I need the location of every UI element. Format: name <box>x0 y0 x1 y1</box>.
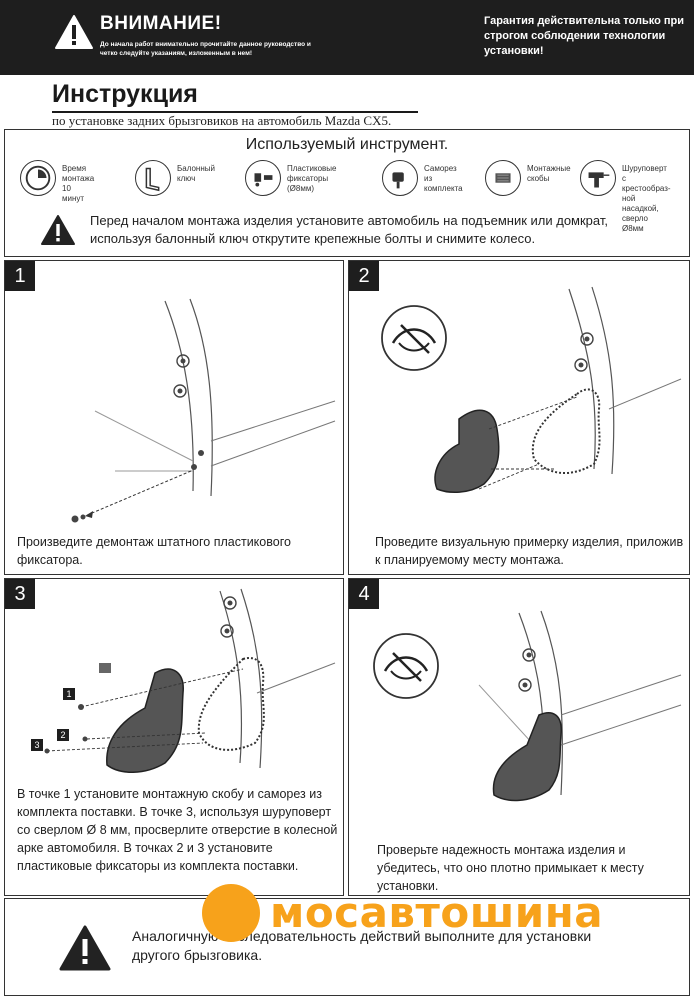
drill-icon <box>580 160 616 196</box>
warning-title: ВНИМАНИЕ! <box>100 13 222 34</box>
warranty-note: Гарантия действительна только при строго… <box>484 15 684 57</box>
pre-install-notice: Перед началом монтажа изделия установите… <box>90 213 608 246</box>
step-2-panel: 2 Проведите визуальную примерку изделия,… <box>348 260 690 575</box>
screw-icon <box>382 160 418 196</box>
marker-1: 1 <box>63 688 75 700</box>
logo-wordmark: мосавтошина <box>270 888 604 937</box>
page-title: Инструкция <box>52 80 198 108</box>
step-3-panel: 3 1 2 3 В точке 1 установите монтажную с… <box>4 578 344 896</box>
step-number: 2 <box>349 261 379 291</box>
tool-label: Пластиковые фиксаторы (Ø8мм) <box>287 164 337 193</box>
tool-label: Балонный ключ <box>177 164 215 183</box>
step-number: 1 <box>5 261 35 291</box>
tool-label: Саморез из комплекта <box>424 164 463 193</box>
step-1-panel: 1 Произведите демонтаж штатного пластико… <box>4 260 344 575</box>
clock-icon <box>20 160 56 196</box>
warning-header: ВНИМАНИЕ! До начала работ внимательно пр… <box>0 0 694 75</box>
step-number: 4 <box>349 579 379 609</box>
tool-label: Шуруповерт с крестообраз- ной насадкой, … <box>622 164 671 233</box>
tools-section <box>4 129 690 257</box>
tool-label: Время монтажа 10 минут <box>62 164 95 203</box>
visual-check-icon <box>381 305 447 371</box>
step-4-panel: 4 Проверьте надежность монтажа изделия и… <box>348 578 690 896</box>
warning-subtitle: До начала работ внимательно прочитайте д… <box>100 41 311 57</box>
step-1-illustration <box>71 298 336 523</box>
step-2-text: Проведите визуальную примерку изделия, п… <box>375 535 684 567</box>
step-4-illustration <box>478 610 682 802</box>
brand-logo: мосавтошина <box>200 882 670 946</box>
caution-icon <box>59 925 111 971</box>
clips-icon <box>245 160 281 196</box>
step-3-text: В точке 1 установите монтажную скобу и с… <box>17 787 338 873</box>
bracket-icon <box>485 160 521 196</box>
title-divider <box>52 111 418 113</box>
marker-2: 2 <box>57 729 69 741</box>
wrench-icon <box>135 160 171 196</box>
tools-heading: Используемый инструмент. <box>245 136 449 153</box>
caution-icon <box>41 215 75 245</box>
step-3-illustration <box>44 588 336 773</box>
step-1-text: Произведите демонтаж штатного пластиково… <box>17 535 291 567</box>
step-2-illustration <box>434 286 682 494</box>
step-number: 3 <box>5 579 35 609</box>
footer-section <box>4 898 690 996</box>
tool-label: Монтажные скобы <box>527 164 571 183</box>
visual-check-icon <box>373 633 439 699</box>
page-subtitle: по установке задних брызговиков на автом… <box>52 113 392 128</box>
logo-circle <box>202 884 260 942</box>
step-4-text: Проверьте надежность монтажа изделия и у… <box>377 843 644 893</box>
warning-icon <box>55 15 93 49</box>
marker-3: 3 <box>31 739 43 751</box>
